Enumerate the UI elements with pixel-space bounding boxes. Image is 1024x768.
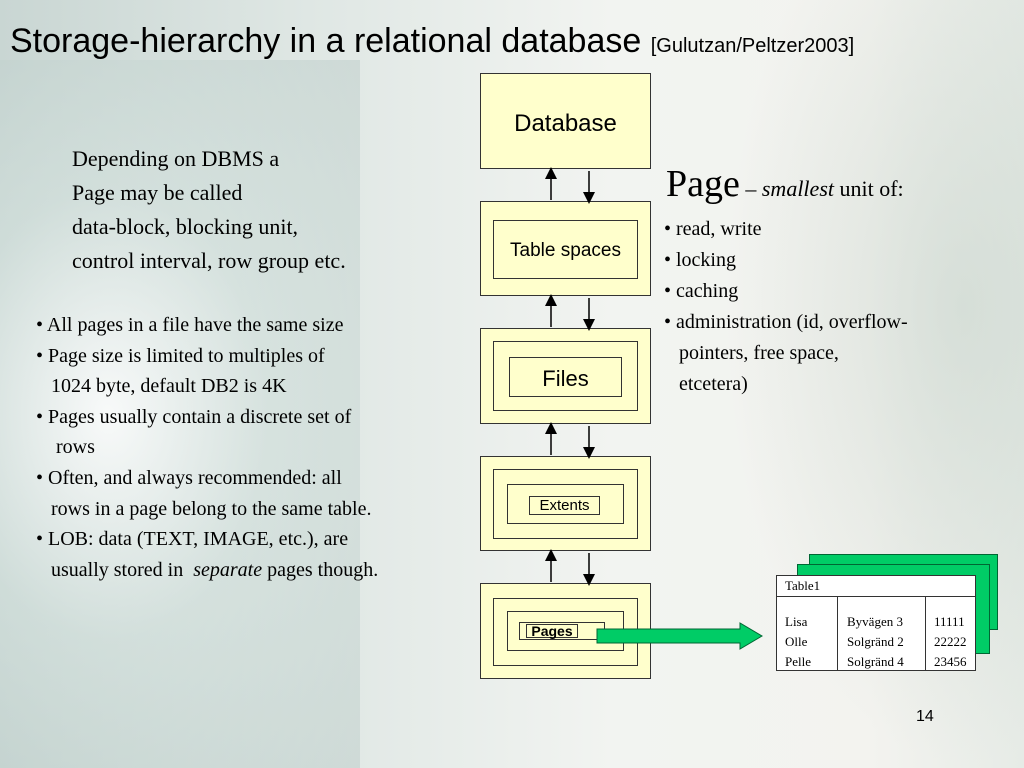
page-item: • caching: [664, 280, 739, 302]
citation: [Gulutzan/Peltzer2003]: [650, 35, 855, 57]
emphasis-separate: separate: [193, 558, 263, 581]
level-files: Files: [480, 328, 651, 424]
bullet-line: • All pages in a file have the same size: [36, 314, 344, 336]
bullet-line-lob: • LOB: data (TEXT, IMAGE, etc.), are: [36, 528, 349, 551]
level-database: Database: [480, 73, 651, 169]
table-cell: Olle: [785, 634, 808, 649]
level-pages: Pages: [480, 583, 651, 679]
bullet-list: • All pages in a file have the same size…: [36, 310, 378, 585]
intro-line: Page may be called: [72, 180, 243, 205]
table-col-divider: [925, 596, 926, 670]
bullet-line: • Page size is limited to multiples of: [36, 344, 325, 367]
level-inner: Pages: [493, 598, 638, 666]
table-cell: Pelle: [785, 654, 811, 669]
slide-title: Storage-hierarchy in a relational databa…: [10, 22, 854, 61]
slide-number: 14: [916, 708, 934, 725]
table-cell: Lisa: [785, 614, 808, 629]
pages-to-table-arrow: [596, 622, 763, 650]
level-inner: Pages: [519, 622, 605, 640]
intro-line: data-block, blocking unit,: [72, 214, 299, 239]
emphasis-smallest: smallest: [761, 176, 834, 201]
intro-line: control interval, row group etc.: [72, 248, 346, 273]
intro-paragraph: Depending on DBMS a Page may be called d…: [72, 142, 346, 278]
level-inner: Pages: [526, 623, 578, 639]
page-definition-heading: Page – smallest unit of:: [666, 163, 904, 205]
level-label-database: Database: [514, 110, 617, 137]
level-label-table-spaces: Table spaces: [510, 240, 621, 261]
bullet-line: rows: [36, 436, 95, 459]
bullet-line: 1024 byte, default DB2 is 4K: [36, 375, 287, 398]
level-label-files: Files: [542, 366, 589, 391]
page-item: • locking: [664, 249, 736, 271]
intro-line: Depending on DBMS a: [72, 146, 280, 171]
up-down-arrows: [545, 167, 595, 586]
bullet-line: rows in a page belong to the same table.: [36, 497, 372, 520]
table-cell: 22222: [934, 634, 967, 649]
table-sample: Table1 Lisa Byvägen 3 11111 Olle Solgrän…: [776, 575, 976, 671]
level-extents: Extents: [480, 456, 651, 551]
bullet-line: • Often, and always recommended: all: [36, 466, 342, 489]
table-name: Table1: [785, 578, 821, 593]
level-label-extents: Extents: [539, 497, 590, 514]
table-cell: Solgränd 4: [847, 654, 904, 669]
background-waterfall: [0, 60, 360, 768]
level-inner: Extents: [507, 484, 624, 524]
level-inner: Extents: [493, 469, 638, 539]
table-cell: Byvägen 3: [847, 614, 903, 629]
table-cell: 23456: [934, 654, 967, 669]
title-text: Storage-hierarchy in a relational databa…: [10, 22, 642, 60]
level-inner: Files: [493, 341, 638, 411]
level-inner: Table spaces: [493, 220, 638, 279]
page-item: • administration (id, overflow-: [664, 311, 908, 333]
table-header-divider: [777, 596, 975, 597]
page-definition-list: • read, write • locking • caching • adminis…: [664, 214, 908, 400]
level-inner: Files: [509, 357, 622, 397]
bullet-line-lob-tail: usually stored in separate pages though.: [36, 558, 379, 581]
page-item: pointers, free space,: [664, 342, 839, 364]
page-item: etcetera): [664, 373, 748, 395]
bullet-line: • Pages usually contain a discrete set o…: [36, 405, 352, 428]
level-label-pages: Pages: [531, 623, 573, 639]
level-table-spaces: Table spaces: [480, 201, 651, 296]
table-col-divider: [837, 596, 838, 670]
table-cell: Solgränd 2: [847, 634, 904, 649]
table-cell: 11111: [934, 614, 965, 629]
level-inner: Extents: [529, 496, 600, 515]
page-item: • read, write: [664, 218, 762, 240]
